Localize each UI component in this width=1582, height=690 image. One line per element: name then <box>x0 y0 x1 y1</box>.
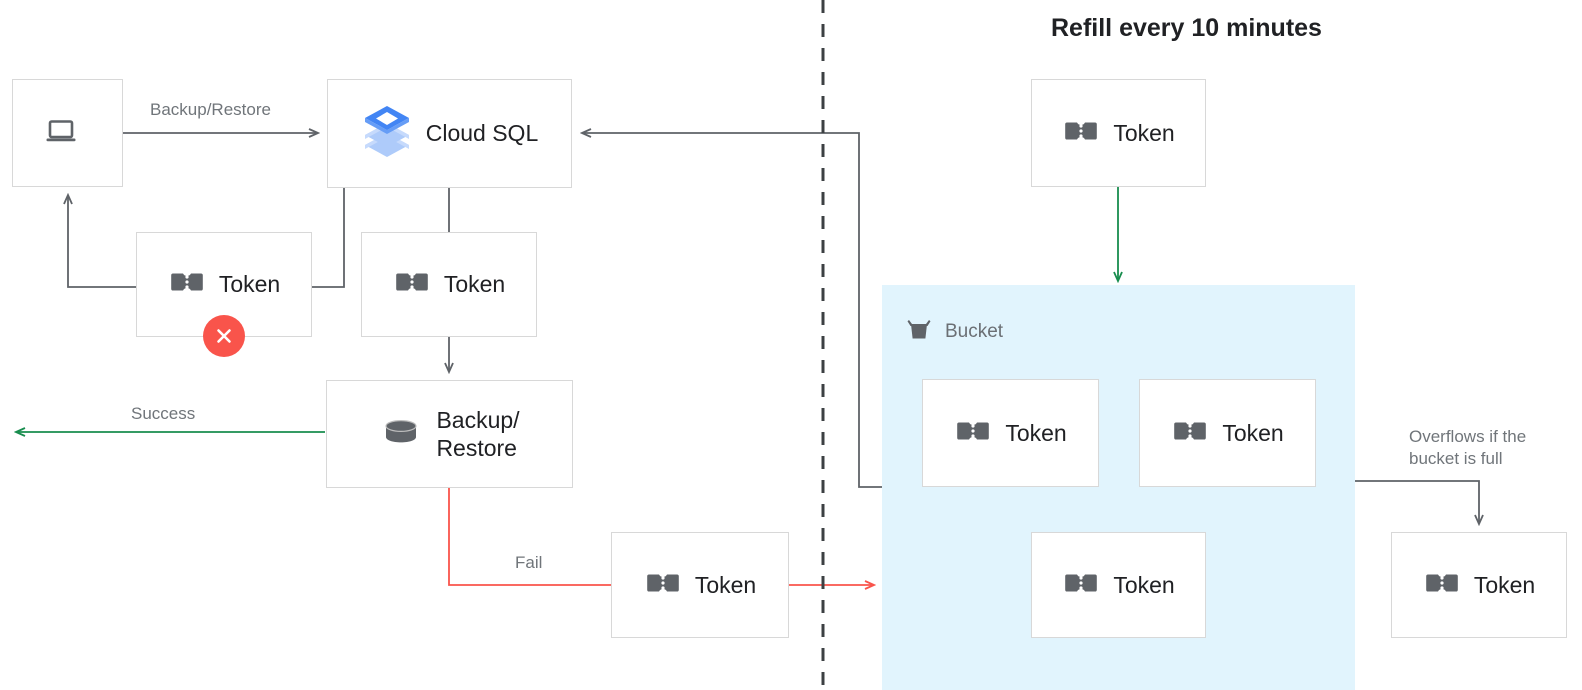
node-token-bucket-3[interactable]: Token <box>1031 532 1206 638</box>
edge-label-success: Success <box>131 404 196 423</box>
bucket-label: Bucket <box>945 320 1004 342</box>
node-token-bucket-2-label: Token <box>1222 419 1284 446</box>
token-icon <box>168 263 206 306</box>
edge-overflow <box>1355 480 1479 524</box>
node-token-left[interactable]: Token <box>136 232 312 337</box>
node-token-mid-label: Token <box>443 271 506 298</box>
token-icon <box>1423 564 1461 607</box>
node-token-bucket-2[interactable]: Token <box>1139 379 1316 487</box>
token-icon <box>1062 112 1100 155</box>
close-icon <box>217 329 231 343</box>
token-icon <box>1171 412 1209 455</box>
token-icon <box>954 412 992 455</box>
laptop-icon <box>41 111 81 156</box>
node-token-refill-label: Token <box>1113 119 1175 146</box>
node-token-bucket-1-label: Token <box>1005 419 1067 446</box>
bucket-tag: Bucket <box>903 313 1003 350</box>
edge-bucket-to-cloudsql <box>582 133 882 488</box>
node-cloud-sql-label: Cloud SQL <box>425 120 539 147</box>
node-backup-restore[interactable]: Backup/ Restore <box>326 380 573 488</box>
node-cloud-sql[interactable]: Cloud SQL <box>327 79 572 188</box>
edge-label-overflow: Overflows if the bucket is full <box>1409 427 1527 469</box>
page-title: Refill every 10 minutes <box>1051 14 1322 42</box>
status-badge-error <box>203 315 245 357</box>
node-token-bucket-1[interactable]: Token <box>922 379 1099 487</box>
edge-label-backup-restore: Backup/Restore <box>150 100 271 119</box>
token-icon <box>1062 564 1100 607</box>
node-backup-restore-label: Backup/ Restore <box>436 406 520 461</box>
cloud-sql-icon <box>361 103 413 164</box>
node-token-overflow[interactable]: Token <box>1391 532 1567 638</box>
node-token-fail-label: Token <box>694 571 757 598</box>
node-token-overflow-label: Token <box>1473 571 1536 598</box>
edge-label-fail: Fail <box>515 553 543 572</box>
database-icon <box>379 410 423 459</box>
bucket-icon <box>903 313 935 350</box>
edge-cloudsql-to-token-left <box>311 188 345 288</box>
node-laptop[interactable] <box>12 79 123 187</box>
node-token-mid[interactable]: Token <box>361 232 537 337</box>
node-token-bucket-3-label: Token <box>1113 571 1175 598</box>
node-token-left-label: Token <box>218 271 281 298</box>
token-icon <box>393 263 431 306</box>
node-token-fail[interactable]: Token <box>611 532 789 638</box>
node-token-refill[interactable]: Token <box>1031 79 1206 187</box>
edge-token-left-to-laptop <box>68 195 136 288</box>
token-icon <box>644 564 682 607</box>
